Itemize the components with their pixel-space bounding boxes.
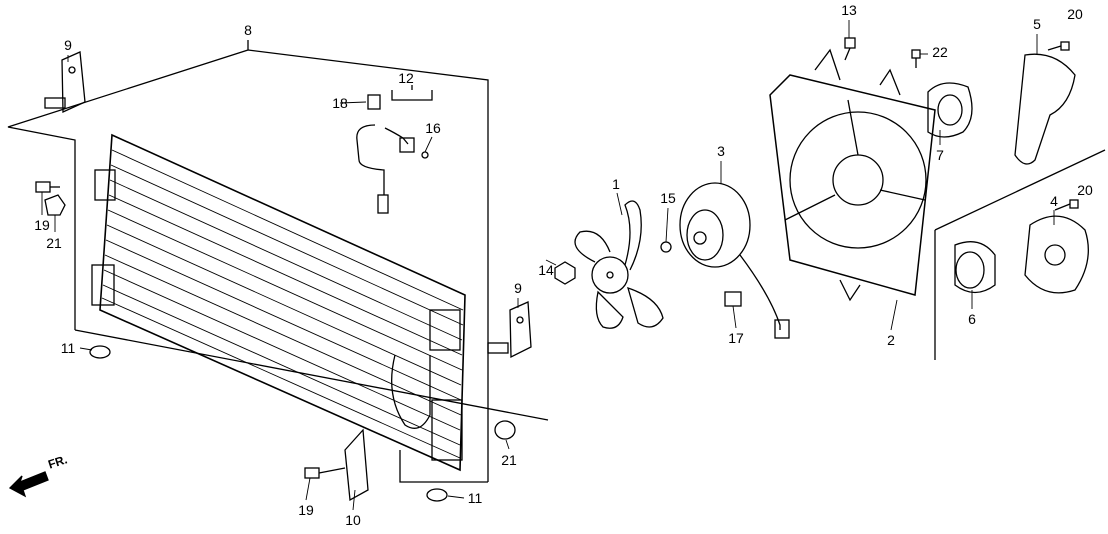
callout-15: 15 [660, 190, 676, 206]
callout-10: 10 [345, 512, 361, 528]
callout-9: 9 [64, 37, 72, 53]
callout-8: 8 [244, 22, 252, 38]
callout-11: 11 [60, 340, 76, 356]
callout-19: 19 [298, 502, 314, 518]
callout-9: 9 [514, 280, 522, 296]
callout-11: 11 [467, 490, 483, 506]
condenser-fins [101, 149, 464, 459]
callout-13: 13 [841, 2, 857, 18]
shroud-parts [927, 53, 1089, 294]
callout-22: 22 [932, 44, 948, 60]
callout-16: 16 [425, 120, 441, 136]
front-arrow-icon [8, 471, 49, 498]
callout-20: 20 [1067, 6, 1083, 22]
callout-2: 2 [887, 332, 895, 348]
callout-3: 3 [717, 143, 725, 159]
callout-1: 1 [612, 176, 620, 192]
callout-20: 20 [1077, 182, 1093, 198]
callout-17: 17 [728, 330, 744, 346]
leader-lines [41, 20, 1055, 511]
callout-14: 14 [538, 262, 554, 278]
mount-brackets [44, 51, 532, 502]
fan-motor [679, 182, 790, 339]
callout-6: 6 [968, 311, 976, 327]
callout-18: 18 [332, 95, 348, 111]
fasteners [35, 37, 1079, 502]
callout-21: 21 [501, 452, 517, 468]
callout-7: 7 [936, 147, 944, 163]
condenser [91, 133, 466, 472]
pipe-assembly [356, 94, 429, 214]
callout-5: 5 [1033, 16, 1041, 32]
fan-blade [574, 200, 664, 329]
callout-19: 19 [34, 217, 50, 233]
callout-12: 12 [398, 70, 414, 86]
fan-shroud [769, 48, 936, 302]
callout-21: 21 [46, 235, 62, 251]
callout-4: 4 [1050, 193, 1058, 209]
assembly-outline-lines [7, 40, 1106, 483]
